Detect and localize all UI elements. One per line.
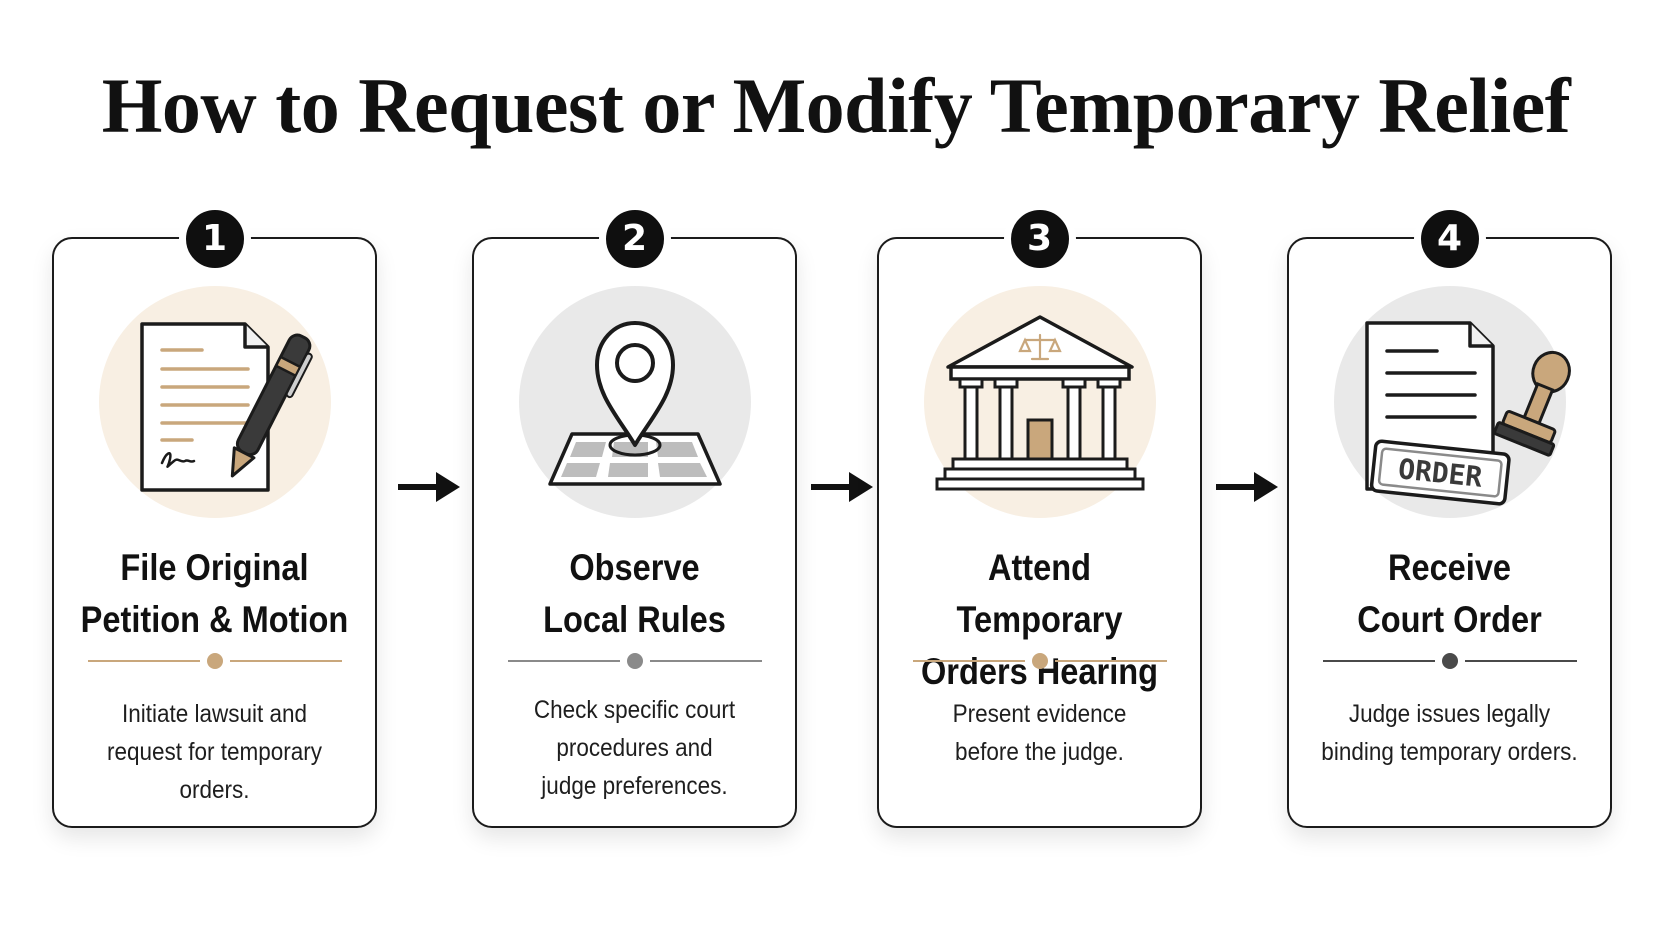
section-divider [1322,653,1577,669]
step-title: Observe Local Rules [543,547,726,640]
section-divider [87,653,342,669]
step-title: File Original Petition & Motion [80,547,349,640]
step-number-badge: 3 [1003,203,1076,275]
courthouse-icon [915,277,1165,527]
step-number-badge: 1 [178,203,251,275]
step-description: Initiate lawsuit and request for tempora… [106,700,323,804]
page-title: How to Request or Modify Temporary Relie… [101,62,1571,149]
step-card-4: 4 ORDER Receive [1287,203,1612,828]
section-divider [912,653,1167,669]
step-title: Attend Temporary Orders Hearing [920,547,1159,692]
step-number-badge: 2 [598,203,671,275]
order-stamp-icon: ORDER [1325,277,1575,527]
section-divider [507,653,762,669]
step-description: Check specific court procedures and judg… [533,696,736,800]
step-card-3: 3 [877,203,1202,828]
step-number-badge: 4 [1413,203,1486,275]
document-pen-icon [90,277,340,527]
right-arrow-icon [1214,467,1280,507]
step-description: Present evidence before the judge. [952,700,1127,766]
step-title: Receive Court Order [1357,547,1542,640]
map-pin-icon [510,277,760,527]
right-arrow-icon [396,467,462,507]
right-arrow-icon [809,467,875,507]
step-description: Judge issues legally binding temporary o… [1321,700,1578,766]
step-card-1: 1 File Original Petition & [52,203,377,828]
step-card-2: 2 Observe Local Rules Check specific co [472,203,797,828]
